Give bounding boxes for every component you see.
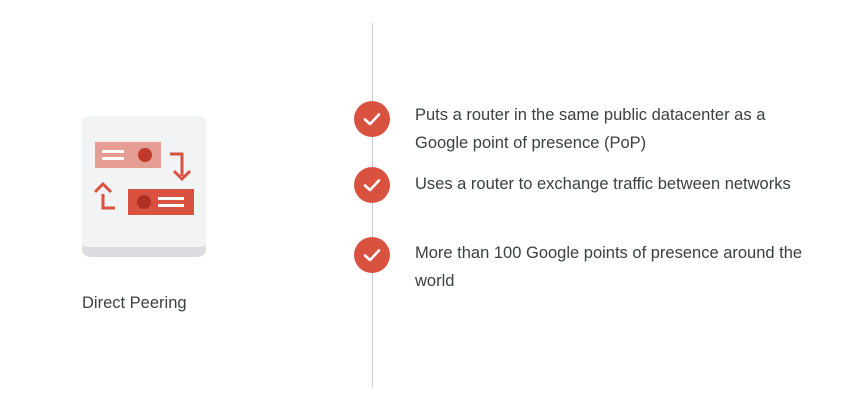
- check-circle-icon: [354, 167, 390, 203]
- icon-card-face: [82, 116, 206, 247]
- feature-text: Puts a router in the same public datacen…: [415, 106, 766, 152]
- router-bottom-line-2: [158, 204, 184, 207]
- feature-text: More than 100 Google points of presence …: [415, 244, 803, 290]
- router-bottom-led: [137, 195, 151, 209]
- arrow-down-shaft: [170, 152, 184, 176]
- direct-peering-illustration: [93, 142, 194, 215]
- check-circle-icon: [354, 237, 390, 273]
- arrow-up-head: [93, 181, 113, 194]
- router-top-line-1: [102, 150, 124, 153]
- check-circle-icon: [354, 101, 390, 137]
- arrow-down-head: [172, 169, 192, 182]
- product-caption: Direct Peering: [82, 294, 187, 312]
- direct-peering-icon: [82, 116, 206, 257]
- router-bottom-line-1: [158, 197, 184, 200]
- arrow-up-shaft: [101, 194, 115, 210]
- router-top-led: [138, 148, 152, 162]
- feature-text: Uses a router to exchange traffic betwee…: [415, 175, 791, 193]
- router-top-line-2: [102, 157, 124, 160]
- vertical-divider: [372, 23, 373, 387]
